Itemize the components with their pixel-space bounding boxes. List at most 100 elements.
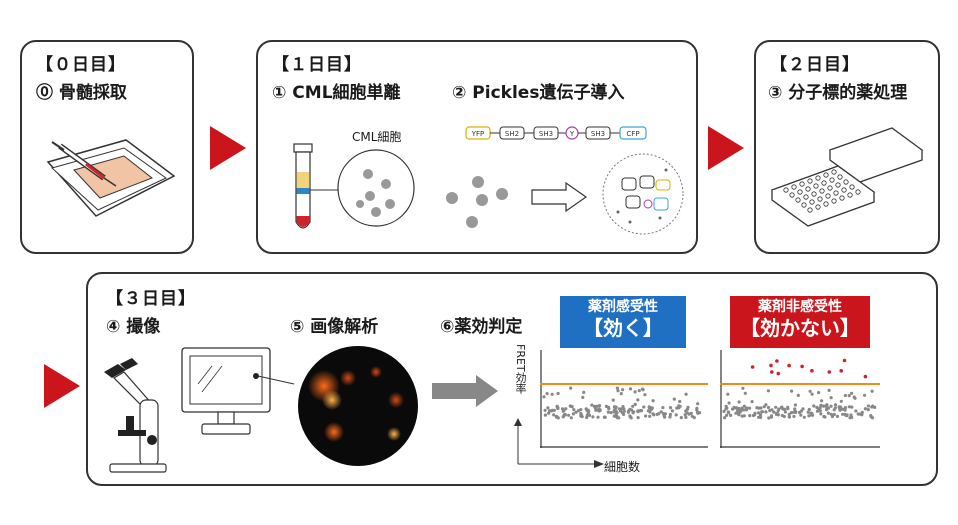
scatter-dot [870, 389, 874, 393]
test-tube-icon [293, 143, 348, 229]
scatter-dot [651, 399, 655, 403]
scatter-dot [810, 392, 814, 396]
scatter-dot [727, 401, 731, 405]
scatter-dot [674, 413, 678, 417]
scatter-dot-high [800, 364, 804, 369]
scatter-dot [847, 394, 851, 398]
scatter-dot [843, 412, 847, 416]
scatter-dot [629, 416, 633, 420]
scatter-dot [826, 411, 830, 415]
scatter-dot [596, 415, 600, 419]
step5-title: ⑤ 画像解析 [290, 317, 379, 337]
well-plate-icon [770, 127, 924, 227]
scatter-dot [646, 409, 650, 413]
scatter-dot [657, 412, 661, 416]
scatter-dot [550, 408, 554, 412]
scatter-dot [652, 413, 656, 417]
scatter-dot [579, 408, 583, 412]
scatter-dot [595, 408, 599, 412]
scatter-dot [830, 414, 834, 419]
scatter-dot [672, 397, 676, 401]
scatter-dot [620, 407, 624, 411]
scatter-dot [631, 411, 635, 415]
scatter-dot [631, 404, 635, 408]
scatter-dot [764, 403, 768, 407]
scatter-dot [574, 410, 578, 414]
scatter-dot [760, 410, 764, 414]
scatter-dot [737, 400, 741, 404]
scatter-dot [748, 414, 752, 418]
scatter-dot [815, 405, 819, 409]
computer-monitor-icon [181, 347, 295, 435]
sensitive-verdict: 【効く】 [583, 316, 663, 340]
scatter-dot [844, 406, 848, 410]
scatter-dot [870, 405, 874, 409]
scatter-dot [614, 414, 618, 418]
scatter-dot [822, 414, 826, 419]
scatter-dot [812, 404, 816, 408]
scatter-dot-high [750, 365, 755, 369]
scatter-dot [782, 414, 786, 419]
scatter-dot [852, 395, 856, 399]
scatter-dot [799, 409, 804, 413]
scatter-dot [833, 406, 837, 410]
scatter-dot [818, 409, 822, 413]
scatter-dot [564, 407, 568, 411]
analysis-arrow-icon [432, 375, 498, 407]
cell-dish-icon [337, 149, 415, 227]
scatter-dot [650, 406, 654, 410]
scatter-dot [856, 412, 860, 416]
day0-title: 【０日目】 [36, 55, 126, 75]
scatter-dot [569, 386, 573, 390]
scatter-dot [696, 411, 700, 415]
scatter-dot [636, 398, 640, 402]
axis-arrows [514, 418, 604, 468]
scatter-dot [818, 406, 822, 410]
scatter-dot [636, 416, 640, 420]
scatter-dot [870, 416, 875, 420]
scatter-dot-high [842, 358, 847, 363]
scatter-dot [579, 411, 583, 416]
scatter-dot [569, 416, 573, 420]
scatter-dot [615, 411, 619, 415]
scatter-dot [740, 406, 744, 410]
scatter-dot [745, 406, 749, 410]
scatter-dot [817, 391, 821, 395]
scatter-dot [819, 403, 823, 407]
scatter-dot-high [775, 359, 779, 363]
scatter-dot [819, 412, 823, 416]
scatter-dot-high [839, 369, 843, 373]
construct-diagram: YFP SH2 SH3 Y SH3 CFP [465, 126, 647, 140]
scatter-dot [684, 415, 688, 419]
scatter-dot [633, 390, 637, 394]
step6-title: ⑥薬効判定 [440, 317, 523, 337]
day3-title: 【３日目】 [106, 289, 196, 309]
scatter-dot [571, 412, 575, 416]
scatter-dot [755, 406, 759, 410]
scatter-dot [643, 393, 647, 397]
scatter-dot [542, 395, 546, 399]
resistant-badge: 薬剤非感受性 【効かない】 [730, 296, 870, 348]
scatter-dot [678, 399, 682, 404]
scatter-dot [562, 409, 566, 413]
scatter-dot [613, 405, 617, 409]
scatter-dot [640, 387, 645, 391]
scatter-dot [829, 396, 833, 400]
scatter-dot [642, 405, 646, 409]
scatter-dot [668, 412, 672, 417]
scatter-dot [591, 415, 595, 419]
scatter-dot [774, 405, 778, 409]
scatter-dot [794, 410, 798, 414]
scatter-dot [737, 413, 741, 417]
construct-sh3-label: SH3 [539, 130, 553, 138]
scatter-dot [663, 415, 667, 419]
cml-cell-label: CML細胞 [352, 130, 402, 144]
scatter-dot [606, 410, 610, 414]
scatter-dot [807, 407, 811, 412]
scatter-dot [786, 405, 790, 409]
scatter-dot [802, 415, 806, 419]
scatter-dot [668, 415, 672, 419]
scatter-dot [568, 404, 572, 408]
scatter-dot [866, 404, 870, 408]
resistant-title: 薬剤非感受性 [758, 299, 842, 315]
